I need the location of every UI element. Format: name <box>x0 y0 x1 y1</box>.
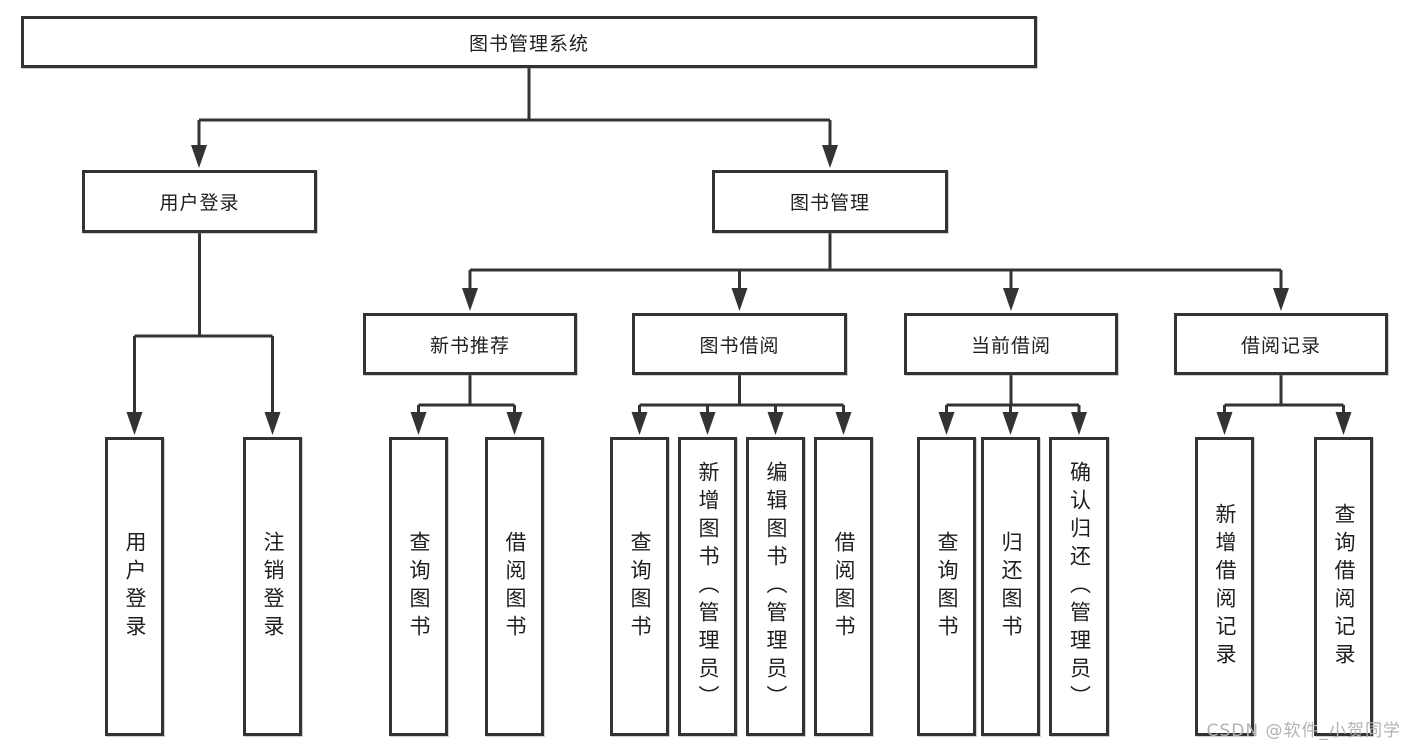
leaf-return-book-label: 归还图书 <box>999 530 1023 643</box>
leaf-add-book-admin: 新增图书（管理员） <box>678 437 737 736</box>
node-book-borrow-label: 图书借阅 <box>699 334 780 357</box>
leaf-add-borrow-record-label: 新增借阅记录 <box>1213 502 1237 671</box>
leaf-return-book: 归还图书 <box>981 437 1040 736</box>
leaf-borrow-books-recommend-label: 借阅图书 <box>503 530 527 643</box>
node-new-book-recommend: 新书推荐 <box>363 313 577 375</box>
node-library-system: 图书管理系统 <box>21 16 1037 68</box>
leaf-user-login-label: 用户登录 <box>123 530 147 643</box>
leaf-query-books-borrow-label: 查询图书 <box>628 530 652 643</box>
leaf-query-borrow-record-label: 查询借阅记录 <box>1332 502 1356 671</box>
node-library-system-label: 图书管理系统 <box>468 32 589 55</box>
leaf-edit-book-admin-label: 编辑图书（管理员） <box>764 460 788 713</box>
leaf-logout-label: 注销登录 <box>261 530 285 643</box>
leaf-confirm-return-admin-label: 确认归还（管理员） <box>1067 460 1092 713</box>
leaf-query-books-borrow: 查询图书 <box>610 437 669 736</box>
node-user-login-label: 用户登录 <box>159 192 240 214</box>
leaf-query-books-recommend-label: 查询图书 <box>407 530 431 643</box>
node-user-login: 用户登录 <box>82 170 317 233</box>
leaf-borrow-books-recommend: 借阅图书 <box>485 437 544 736</box>
node-borrow-records: 借阅记录 <box>1174 313 1388 375</box>
node-book-borrow: 图书借阅 <box>632 313 847 375</box>
leaf-borrow-books: 借阅图书 <box>814 437 873 736</box>
csdn-watermark: CSDN @软件_小贺同学 <box>1206 721 1401 741</box>
leaf-add-borrow-record: 新增借阅记录 <box>1195 437 1254 736</box>
leaf-add-book-admin-label: 新增图书（管理员） <box>696 460 720 713</box>
node-book-management-label: 图书管理 <box>789 192 870 214</box>
node-book-management: 图书管理 <box>712 170 948 233</box>
leaf-borrow-books-label: 借阅图书 <box>832 530 856 643</box>
leaf-edit-book-admin: 编辑图书（管理员） <box>746 437 805 736</box>
leaf-query-books-current-label: 查询图书 <box>935 530 959 643</box>
leaf-logout: 注销登录 <box>243 437 302 736</box>
leaf-query-borrow-record: 查询借阅记录 <box>1314 437 1373 736</box>
leaf-query-books-current: 查询图书 <box>917 437 976 736</box>
node-new-book-recommend-label: 新书推荐 <box>429 334 510 357</box>
leaf-query-books-recommend: 查询图书 <box>389 437 448 736</box>
node-borrow-records-label: 借阅记录 <box>1240 334 1321 357</box>
leaf-user-login: 用户登录 <box>105 437 164 736</box>
node-current-borrow-label: 当前借阅 <box>970 334 1051 357</box>
node-current-borrow: 当前借阅 <box>904 313 1118 375</box>
leaf-confirm-return-admin: 确认归还（管理员） <box>1049 437 1109 736</box>
